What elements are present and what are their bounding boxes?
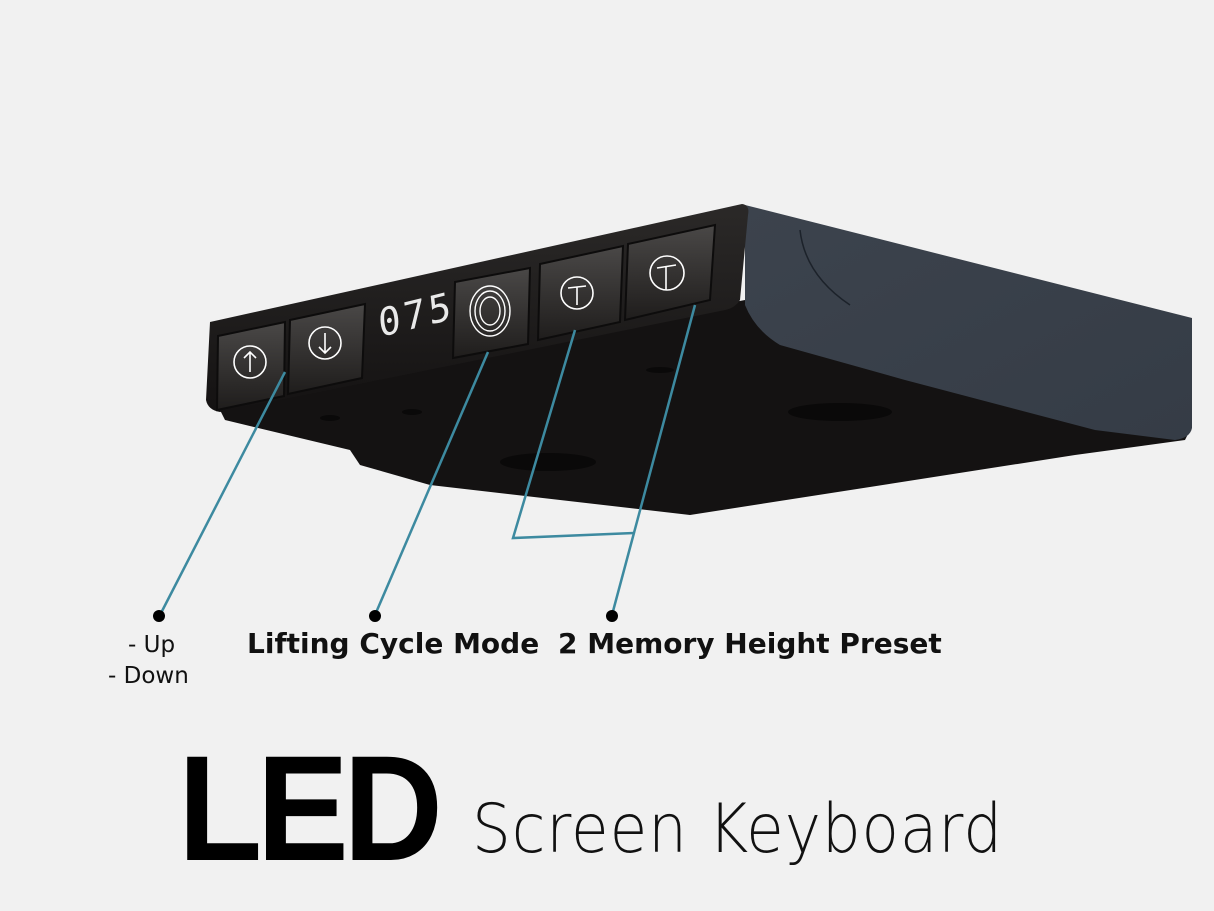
- callout-dot-memory: [606, 610, 618, 622]
- controller-side-panel: [745, 205, 1192, 440]
- callout-label-up: - Up: [128, 632, 176, 658]
- key-down[interactable]: [286, 302, 367, 396]
- title-bold: LED: [178, 724, 443, 892]
- key-memory-2[interactable]: [623, 223, 717, 322]
- key-memory-1[interactable]: [536, 244, 625, 342]
- title-light: Screen Keyboard: [472, 790, 1004, 869]
- callout-label-memory-preset: 2 Memory Height Preset: [558, 627, 942, 660]
- key-cycle[interactable]: [451, 266, 532, 360]
- leader-lines: [158, 304, 697, 616]
- callout-label-cycle-mode: Lifting Cycle Mode: [247, 627, 540, 660]
- callout-label-down: - Down: [108, 663, 189, 689]
- callout-dot-updown: [153, 610, 165, 622]
- callout-dot-cycle: [369, 610, 381, 622]
- key-up[interactable]: [215, 320, 287, 412]
- controller-underside: [215, 300, 1190, 515]
